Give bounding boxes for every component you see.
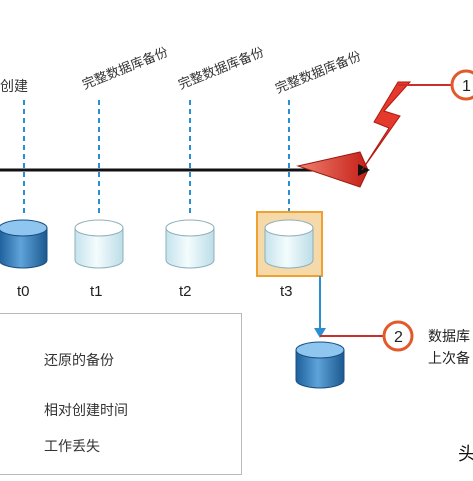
legend-item-restored-backup: 还原的备份 [44, 353, 114, 369]
callout1-circle [450, 69, 473, 101]
tick-label-t3: t3 [280, 283, 293, 300]
callout2-text-line1: 数据库 [428, 329, 470, 345]
callout2-circle [382, 320, 414, 352]
database-icon-t2 [165, 219, 215, 269]
tick-label-t0: t0 [17, 283, 30, 300]
tick-label-t2: t2 [179, 283, 192, 300]
database-icon-restored [295, 341, 345, 389]
lightning-icon [361, 81, 412, 171]
database-icon-t3 [264, 219, 314, 269]
callout2-text-line2: 上次备 [428, 351, 470, 367]
database-icon-t0 [0, 219, 48, 269]
tick-label-t1: t1 [90, 283, 103, 300]
callout1-number: 1 [462, 78, 471, 95]
failure-arrowhead [296, 151, 369, 188]
legend-item-relative-create-time: 相对创建时间 [44, 403, 128, 419]
legend-box: 还原的备份 相对创建时间 工作丢失 [0, 313, 242, 475]
restore-arrow-head [314, 328, 326, 338]
callout2-number: 2 [394, 329, 403, 346]
corner-text: 头 [458, 444, 473, 465]
database-icon-t1 [74, 219, 124, 269]
label-create: 创建 [0, 79, 28, 95]
timeline-end-arrow [358, 164, 370, 176]
legend-item-work-lost: 工作丢失 [44, 439, 100, 455]
